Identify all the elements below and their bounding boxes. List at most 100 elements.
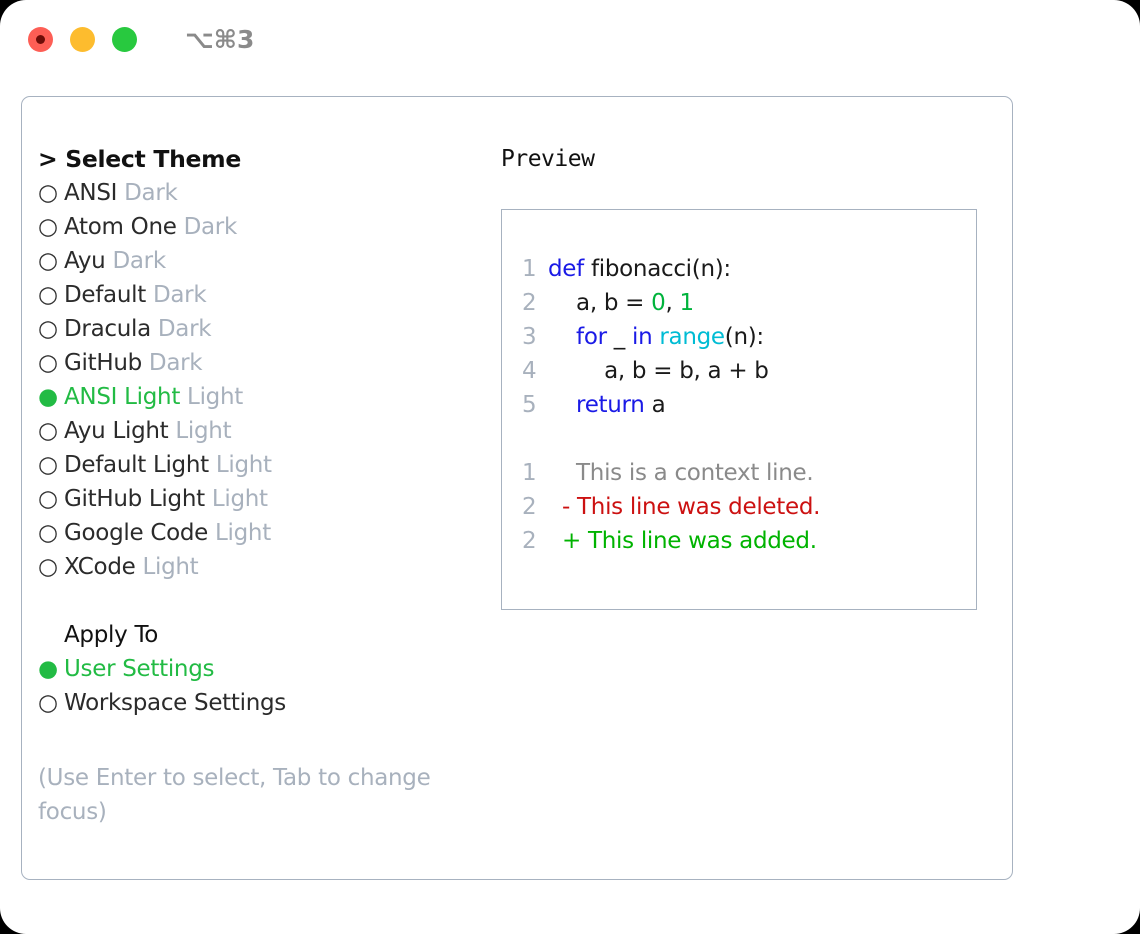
diff-marker: + (548, 528, 589, 554)
radio-unselected-icon[interactable]: ○ (38, 180, 58, 206)
theme-name: GitHub (64, 350, 142, 376)
theme-name: GitHub Light (64, 486, 205, 512)
theme-variant: Light (180, 384, 243, 410)
theme-variant: Dark (176, 214, 238, 240)
radio-unselected-icon[interactable]: ○ (38, 554, 58, 580)
line-number: 2 (522, 290, 537, 316)
radio-unselected-icon[interactable]: ○ (38, 418, 58, 444)
radio-unselected-icon[interactable]: ○ (38, 316, 58, 342)
line-number: 3 (522, 324, 537, 350)
code-token: def (548, 256, 584, 282)
code-line: 4 a, b = b, a + b (522, 354, 820, 388)
diff-marker: - (548, 494, 578, 520)
code-line: 2 a, b = 0, 1 (522, 286, 820, 320)
theme-variant: Dark (141, 350, 203, 376)
diff-marker (548, 460, 576, 486)
keyboard-shortcut-label: ⌥⌘3 (185, 24, 255, 54)
code-token: fibonacci(n): (583, 256, 731, 282)
code-token: for (576, 324, 607, 350)
diff-line: 1 This is a context line. (522, 456, 820, 490)
radio-selected-icon[interactable]: ● (38, 384, 58, 410)
theme-name: ANSI Light (64, 384, 181, 410)
code-line: 5 return a (522, 388, 820, 422)
page-title: > Select Theme (38, 145, 241, 173)
radio-unselected-icon[interactable]: ○ (38, 214, 58, 240)
theme-list-item[interactable]: ●ANSI Light Light (38, 380, 478, 414)
apply-to-list: ●User Settings○Workspace Settings (38, 652, 478, 720)
theme-list-item[interactable]: ○Dracula Dark (38, 312, 478, 346)
window-controls (28, 26, 137, 52)
code-line: 1 def fibonacci(n): (522, 252, 820, 286)
theme-variant: Dark (117, 180, 178, 206)
theme-list-item[interactable]: ○Ayu Light Light (38, 414, 478, 448)
theme-list-item[interactable]: ○Ayu Dark (38, 244, 478, 278)
theme-list-item[interactable]: ○Atom One Dark (38, 210, 478, 244)
code-token: in (632, 324, 653, 350)
apply-to-label: User Settings (64, 656, 215, 682)
code-token: 1 (679, 290, 695, 316)
theme-name: Dracula (64, 316, 151, 342)
line-number: 1 (522, 460, 537, 486)
radio-unselected-icon[interactable]: ○ (38, 248, 58, 274)
theme-name: Default Light (64, 452, 209, 478)
theme-list-item[interactable]: ○Default Dark (38, 278, 478, 312)
theme-list-item[interactable]: ○GitHub Dark (38, 346, 478, 380)
line-number: 2 (522, 528, 537, 554)
code-token: a, b = b, a + b (548, 358, 769, 384)
radio-unselected-icon[interactable]: ○ (38, 282, 58, 308)
theme-list: ○ANSI Dark○Atom One Dark○Ayu Dark○Defaul… (38, 176, 478, 584)
radio-unselected-icon[interactable]: ○ (38, 520, 58, 546)
theme-list-item[interactable]: ○GitHub Light Light (38, 482, 478, 516)
diff-text: This line was deleted. (577, 494, 821, 520)
apply-to-item[interactable]: ○Workspace Settings (38, 686, 478, 720)
preview-heading: Preview (501, 146, 595, 172)
apply-to-heading: Apply To (64, 622, 159, 648)
theme-list-item[interactable]: ○Default Light Light (38, 448, 478, 482)
theme-list-item[interactable]: ○ANSI Dark (38, 176, 478, 210)
section-spacer (38, 584, 478, 618)
code-token: 0 (651, 290, 666, 316)
code-line: 3 for _ in range(n): (522, 320, 820, 354)
close-button[interactable] (28, 26, 53, 52)
theme-variant: Light (135, 554, 199, 580)
radio-unselected-icon[interactable]: ○ (38, 690, 58, 716)
radio-selected-icon[interactable]: ● (38, 656, 58, 682)
main-panel: > Select Theme ○ANSI Dark○Atom One Dark○… (21, 96, 1013, 880)
maximize-button[interactable] (112, 26, 137, 52)
code-token: return (576, 392, 645, 418)
apply-to-item[interactable]: ●User Settings (38, 652, 478, 686)
code-token: range (659, 324, 725, 350)
minimize-button[interactable] (70, 26, 95, 52)
theme-name: Ayu (64, 248, 106, 274)
line-number: 1 (522, 256, 537, 282)
code-token (548, 392, 576, 418)
theme-variant: Dark (150, 316, 212, 342)
theme-variant: Dark (105, 248, 166, 274)
theme-list-item[interactable]: ○Google Code Light (38, 516, 478, 550)
line-number: 4 (522, 358, 537, 384)
code-token: _ (606, 324, 633, 350)
code-token: a (644, 392, 666, 418)
theme-name: Default (64, 282, 146, 308)
title-bar: ⌥⌘3 (0, 0, 1140, 78)
diff-text: This is a context line. (576, 460, 814, 486)
theme-variant: Light (208, 520, 271, 546)
theme-variant: Dark (145, 282, 207, 308)
theme-variant: Light (208, 452, 272, 478)
theme-name: Google Code (64, 520, 208, 546)
line-number: 5 (522, 392, 537, 418)
radio-unselected-icon[interactable]: ○ (38, 486, 58, 512)
code-token (548, 324, 576, 350)
radio-unselected-icon[interactable]: ○ (38, 452, 58, 478)
theme-list-item[interactable]: ○XCode Light (38, 550, 478, 584)
code-token: (n): (724, 324, 764, 350)
radio-unselected-icon[interactable]: ○ (38, 350, 58, 376)
code-token: a, b = (548, 290, 652, 316)
line-number: 2 (522, 494, 537, 520)
theme-name: Ayu Light (64, 418, 169, 444)
keyboard-hint-text: (Use Enter to select, Tab to change focu… (38, 765, 431, 825)
theme-variant: Light (204, 486, 268, 512)
